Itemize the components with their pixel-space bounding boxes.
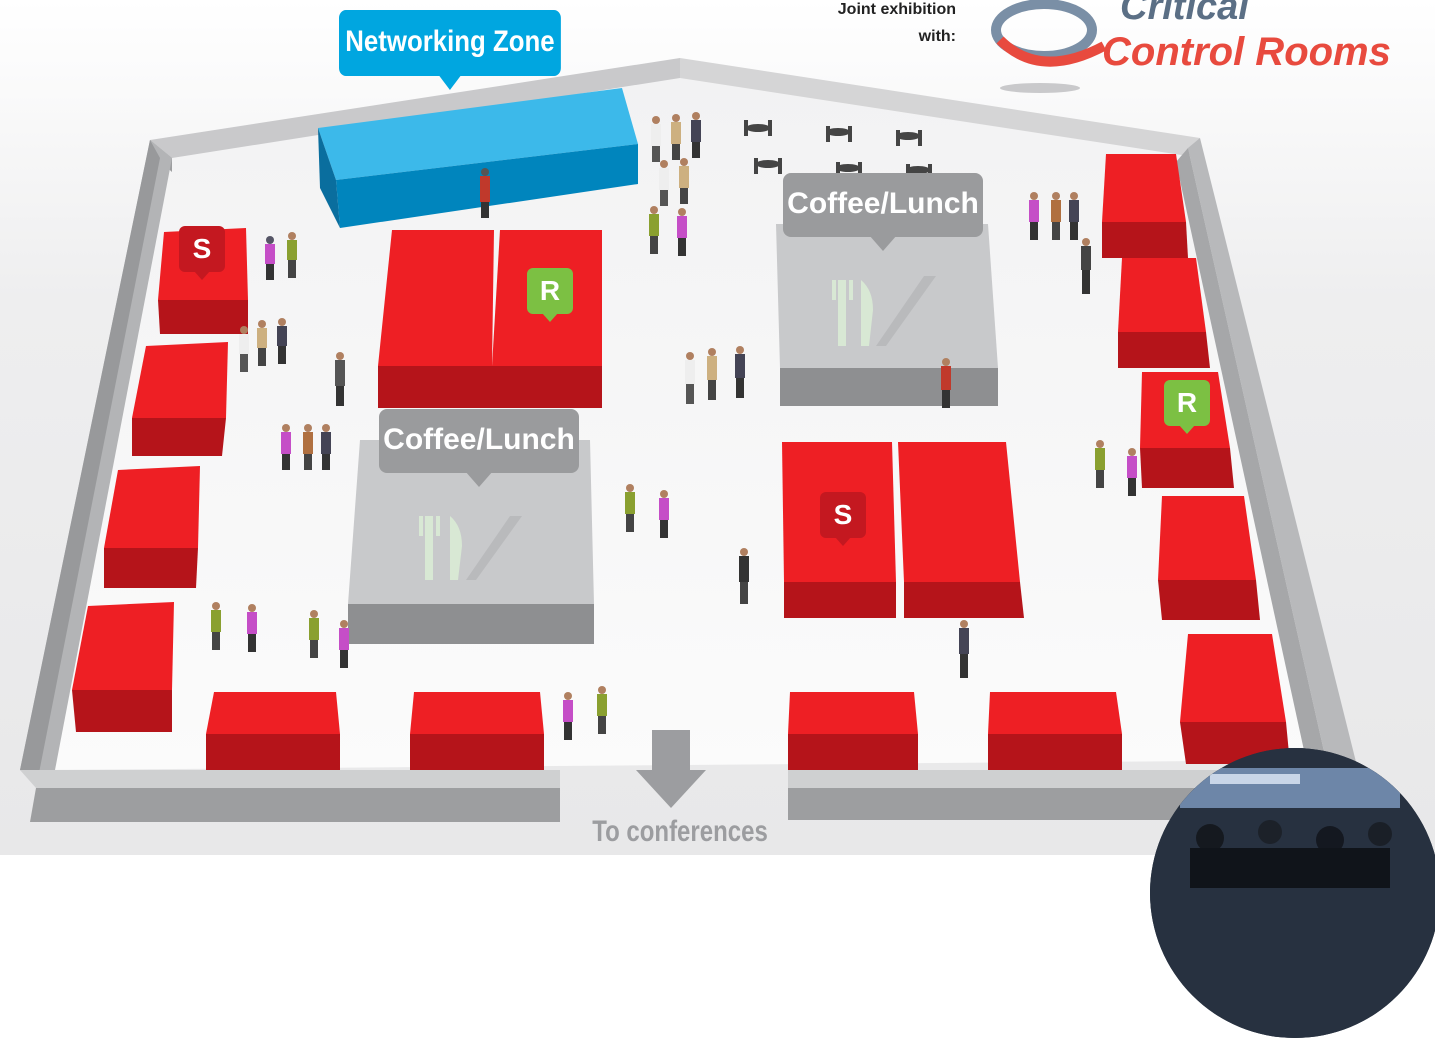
catering-area-left[interactable] <box>348 440 594 644</box>
joint-exhibition-line: Joint exhibition <box>837 1 956 18</box>
fork-knife-icon <box>419 516 522 580</box>
networking-zone-label[interactable]: Networking Zone <box>339 10 561 90</box>
booth[interactable] <box>788 692 918 770</box>
reserved-badge: R <box>1164 380 1210 434</box>
booth[interactable] <box>72 602 174 732</box>
booths <box>72 154 1290 770</box>
coffee-lunch-label[interactable]: Coffee/Lunch <box>783 173 983 251</box>
logo-text-control-rooms: Control Rooms <box>1102 30 1391 74</box>
reserved-badge: R <box>527 268 573 322</box>
sponsor-badge: S <box>179 226 225 280</box>
booth[interactable] <box>410 692 544 770</box>
wall-front-left <box>20 770 560 788</box>
wall-back-right <box>680 58 1200 156</box>
cafe-table-icon <box>744 120 932 180</box>
wall-back-left <box>150 58 680 158</box>
fork-knife-icon <box>832 276 936 346</box>
down-arrow-icon[interactable] <box>636 730 706 808</box>
joint-exhibition-text: Joint exhibition with: <box>760 0 956 50</box>
booth[interactable] <box>988 692 1122 770</box>
catering-area-right[interactable] <box>776 224 998 406</box>
to-conferences-label[interactable]: To conferences <box>592 815 768 848</box>
booth[interactable] <box>206 692 340 770</box>
booth[interactable] <box>1118 258 1210 368</box>
logo-text-critical: Critical <box>1120 0 1249 28</box>
critical-control-rooms-logo-icon <box>991 0 1107 93</box>
wall-right <box>1188 138 1360 778</box>
floor-plan-svg <box>0 0 1435 855</box>
event-photo <box>1150 748 1435 1038</box>
joint-exhibition-line: with: <box>918 28 956 45</box>
coffee-lunch-label[interactable]: Coffee/Lunch <box>379 409 579 487</box>
booth[interactable] <box>104 466 200 588</box>
booth[interactable] <box>132 342 228 456</box>
sponsor-badge: S <box>820 492 866 546</box>
booth[interactable] <box>1158 496 1260 620</box>
booth[interactable] <box>1102 154 1188 258</box>
booth[interactable] <box>898 442 1024 618</box>
people-icon <box>211 112 1137 740</box>
booth[interactable] <box>1180 634 1290 764</box>
booth[interactable] <box>378 230 494 408</box>
